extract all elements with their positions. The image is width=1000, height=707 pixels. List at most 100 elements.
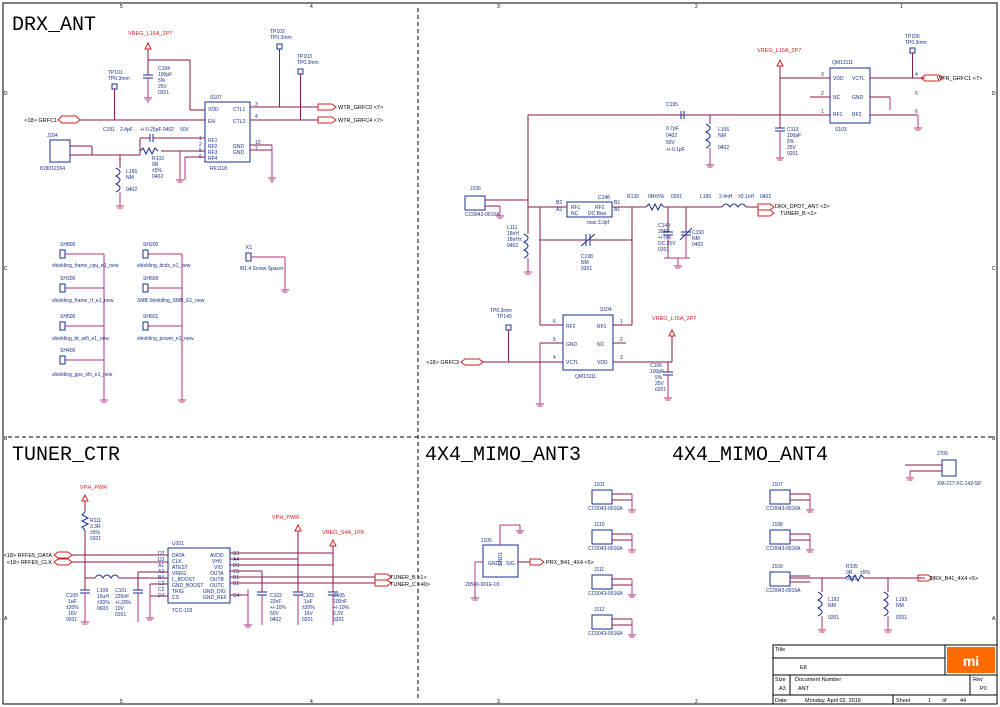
u201-pinnum-b3: B3 [233, 551, 239, 557]
c149-ref: C149 [658, 223, 670, 229]
shield-sh601: SH601 shielding_power_e1_new [137, 314, 194, 403]
title-label: Title [775, 647, 785, 653]
row-mark-c: C [4, 266, 8, 272]
drx-ant-section: VREG_L16A_2P7 C104 100pF 5% 25V 0201 TP1… [24, 29, 383, 403]
title-value: E8 [800, 665, 807, 671]
u201-symbol [167, 547, 231, 604]
tuner-c-out-label: TUNER_C <40> [390, 582, 430, 588]
rev-value: P0 [980, 686, 987, 692]
j104-part: 818012364 [40, 166, 65, 172]
s107-pinnum-10: 10 [255, 140, 261, 146]
date-label: Date: [775, 698, 789, 704]
svg-text:shielding_frame_cpu_e1_new: shielding_frame_cpu_e1_new [52, 263, 119, 269]
s104-pin-nc: NC [597, 342, 605, 348]
tp101-pad [111, 83, 118, 90]
s104-pinnum-5: 5 [553, 337, 556, 343]
s103-pin-vdd: VDD [833, 76, 844, 82]
row-mark-a: A [4, 616, 8, 622]
u201-ref: U201 [172, 541, 184, 547]
col-mark-2-bottom: 2 [695, 699, 698, 705]
r103-pkg: 0402 [152, 174, 163, 180]
connector-part: CC0043-0016A [766, 546, 801, 552]
j105-part: 20566-001E-03 [465, 582, 500, 588]
u201-pinnum-d2: D2 [158, 551, 165, 557]
svg-text:J709: J709 [937, 451, 948, 457]
s104-pinnum-6: 6 [553, 319, 556, 325]
u201-pin-gndboost: GND_BOOST [172, 583, 203, 589]
j105-ref: J105 [481, 538, 492, 544]
s103-part: QM13111 [832, 60, 853, 66]
grfc3-port [460, 358, 484, 366]
j106-ref: J106 [470, 186, 481, 192]
size-label: Size [775, 677, 786, 683]
c105-volt: 6.3V [333, 611, 344, 617]
row-mark-d-right: D [992, 91, 996, 97]
c113-value: 100pF [787, 133, 801, 139]
col-mark-5: 5 [120, 4, 123, 10]
u201-pin-trig: TRIG [172, 589, 184, 595]
s104-pin-vdd: VDD [597, 360, 608, 366]
c104-ref: C104 [158, 66, 170, 72]
r105-tol: ±5% [860, 570, 871, 576]
tp102-pad [276, 43, 283, 50]
u201-pinnum-a1: A1 [158, 563, 164, 569]
vreg-s4a-label: VREG_S4A_1P8 [322, 530, 364, 536]
u201-pin-gndref: GND_REF [203, 595, 227, 601]
c104-pkg: 0201 [158, 90, 169, 96]
tuner-b-port [757, 209, 775, 217]
l108-ref: L108 [97, 588, 108, 594]
connector-ref: J111 [594, 567, 604, 573]
c106-volt: 25V [655, 381, 665, 387]
c100-ref: C100 [66, 593, 78, 599]
c100-tol: ±20% [66, 605, 79, 611]
s107-pin-rf2: RF2 [208, 144, 218, 150]
j106-connector [464, 195, 486, 211]
r103-ref: R103 [152, 156, 164, 162]
tp101-size: TP0.3mm [108, 76, 130, 82]
r111-tol: ±5% [90, 530, 101, 536]
c104-volt: 25V [158, 84, 168, 90]
l106-value: NM [718, 133, 726, 139]
c148-pin-b1: B1 [614, 200, 620, 206]
c148-pin-nc: NC [571, 211, 579, 217]
s103-pin-rf2: RF2 [852, 112, 862, 118]
s104-pinnum-3: 3 [620, 355, 623, 361]
l166-pkg: 0402 [126, 187, 137, 193]
s103-pin-rf1: RF1 [833, 112, 843, 118]
title-block: mi Title E8 Size A3 Document Number ANT … [772, 644, 998, 705]
sheet-label: Sheet [896, 698, 911, 704]
c105-tol: +/-10% [333, 605, 350, 611]
c101-tol: +/-20% [115, 600, 132, 606]
grfc3-label: <18> GRFC3 [426, 360, 459, 366]
r130-pkg: 0201 [671, 194, 682, 200]
l108-pkg: 0603 [97, 606, 108, 612]
u201-pinnum-d1: D1 [233, 563, 240, 569]
grfc1-label: <18> GRFC1 [24, 118, 57, 124]
l195-inductor [721, 203, 747, 208]
svg-text:SH200: SH200 [143, 242, 159, 248]
svg-text:shielding_frame_rf_e1_new: shielding_frame_rf_e1_new [52, 298, 114, 304]
svg-text:shielding_bt_wifi_e1_new: shielding_bt_wifi_e1_new [52, 336, 109, 342]
u201-pin-outa: OUTA [210, 571, 224, 577]
s104-pinnum-2: 2 [620, 337, 623, 343]
s103-pinnum-2: 2 [821, 91, 824, 97]
tuner-b-label: TUNER_B <1> [780, 211, 817, 217]
connector-ref: J110 [594, 522, 605, 528]
s103-pin-nc: NC [833, 95, 841, 101]
row-mark-b: B [4, 436, 8, 442]
l193-pkg: 0201 [896, 615, 907, 621]
l108-value: 15uH [97, 594, 109, 600]
u201-pinnum-a4: A4 [233, 557, 239, 563]
l192-ref: L192 [828, 597, 839, 603]
u201-pin-atest: ATEST [172, 565, 188, 571]
c149-value: 39PF [658, 229, 670, 235]
s104-pin-gnd: GND [566, 342, 578, 348]
j104-ref: J104 [47, 133, 58, 139]
prx-b41-port [529, 558, 545, 566]
l166-ref: L166 [126, 169, 137, 175]
r130-value: 0R±5% [648, 194, 665, 200]
shield-sh300: SH300 shielding_frame_rf_e1_new [52, 276, 114, 304]
